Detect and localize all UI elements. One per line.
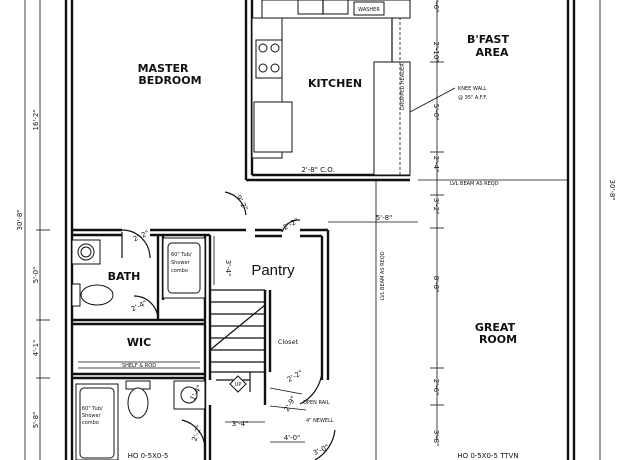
door-dim: 9'-2": [234, 194, 249, 212]
shelf-rod-note: SHELF & ROD: [122, 363, 156, 369]
door-dim: 2'-2": [132, 229, 150, 243]
great-room-label-2: ROOM: [479, 333, 517, 346]
window-label: HO 0-5X0-5 TTVN: [457, 452, 518, 460]
dim-left: 5'-0": [32, 267, 40, 284]
dishwasher: [353, 1, 385, 16]
dim-right: 3'-2": [432, 198, 440, 215]
wic-label: WIC: [127, 336, 151, 349]
dim-right: 2'-10": [432, 41, 440, 62]
pantry-label: Pantry: [251, 262, 295, 279]
master-bedroom-label: MASTER: [138, 62, 189, 75]
great-room-label: GREAT: [475, 321, 516, 334]
kitchen-fixtures: [251, 0, 411, 176]
dim-left: 30'-8": [16, 209, 24, 230]
dim-bottom: 2'-9": [283, 395, 298, 413]
door-dim: 2'-2": [286, 369, 304, 384]
master-bedroom-label-2: BEDROOM: [138, 74, 201, 87]
door-swing: [121, 229, 151, 259]
dim-right: 30'-8": [608, 179, 616, 200]
dim-right: 2'-6": [432, 0, 440, 12]
kitchen-label: KITCHEN: [308, 77, 362, 90]
bfast-area-label-2: AREA: [475, 46, 508, 59]
dimension-lines: [24, 0, 601, 460]
dim-bottom: 4'-0": [284, 434, 301, 442]
tub-2-note-2: Shower: [82, 413, 102, 419]
newell-note: 4" NEWELL: [306, 418, 334, 424]
dim-left: 4'-1": [32, 340, 40, 357]
dim-horizontal: 5'-8": [376, 214, 393, 222]
door-swing: [299, 371, 323, 405]
toilet-bowl: [80, 284, 114, 306]
door-dim: 2'-4": [130, 299, 148, 313]
dim-left: 5'-8": [32, 412, 40, 429]
door-swing: [224, 191, 247, 216]
tub-note-3: combo: [171, 268, 188, 274]
stairs: [209, 289, 266, 393]
tub-2-note: 60" Tub/: [82, 406, 103, 412]
cased-opening-note: 2'-8" C.O.: [301, 166, 334, 174]
door-swing: [314, 429, 336, 460]
dropped-header-note: DROPPED HEADER: [400, 63, 406, 110]
tub-note-2: Shower: [171, 260, 191, 266]
tub-note: 60" Tub/: [171, 252, 192, 258]
closet-label: Closet: [278, 338, 299, 346]
bath-label: BATH: [108, 270, 141, 283]
lvl-beam-note-vertical: LVL BEAM AS REQD: [380, 251, 386, 300]
open-rail-note: OPEN RAIL: [303, 400, 330, 406]
door-swing: [281, 219, 301, 233]
tub-2-note-3: combo: [82, 420, 99, 426]
dim-bottom: 3'-4": [232, 420, 249, 428]
refrigerator: [253, 101, 293, 153]
door-dim: 2'-2": [282, 217, 300, 232]
exterior-walls: [64, 0, 576, 460]
lvl-beam-note: LVL BEAM AS REQD: [450, 181, 499, 187]
door-swing: [181, 419, 206, 449]
door-dim: 2'-2": [191, 424, 204, 442]
up-arrow-icon: [229, 375, 247, 393]
up-label: UP: [235, 382, 242, 388]
dim-right: 5'-0": [432, 104, 440, 121]
toilet-2-bowl: [127, 387, 149, 419]
door-dim: 3'-4": [224, 260, 232, 277]
door-swing: [133, 295, 159, 321]
door-swings: [121, 191, 336, 460]
bfast-area-label: B'FAST: [467, 33, 509, 46]
knee-wall-note-2: @ 35" A.F.F.: [458, 95, 487, 101]
bath-fixtures: [71, 237, 206, 460]
knee-wall-note: KNEE WALL: [458, 86, 487, 92]
toilet-tank: [71, 283, 81, 307]
dim-right: 2'-4": [432, 156, 440, 173]
window-label: HO 0-5X0-5: [128, 452, 169, 460]
dim-right: 8'-8": [432, 276, 440, 293]
dim-right: 3'-8": [432, 430, 440, 447]
washer-note: WASHER: [358, 7, 380, 13]
dim-right: 2'-6": [432, 379, 440, 396]
dim-left: 16'-2": [32, 109, 40, 130]
